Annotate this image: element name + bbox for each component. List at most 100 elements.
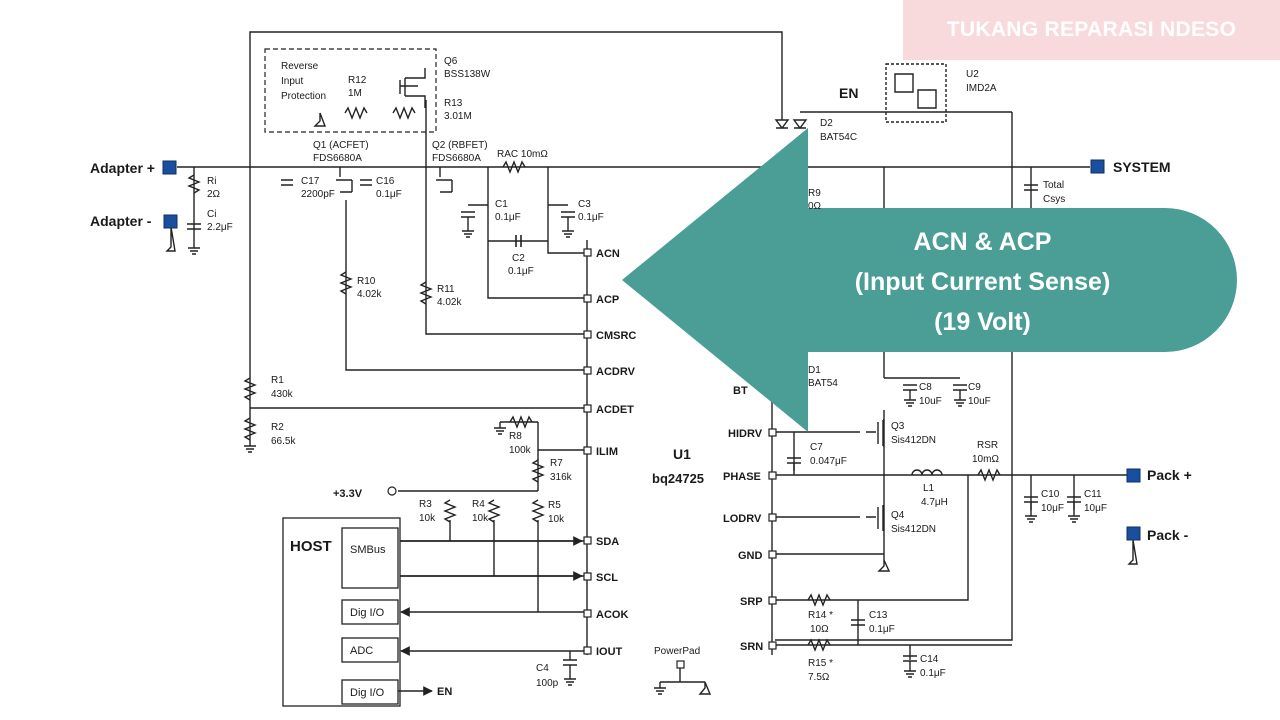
mosfet-q3 bbox=[866, 419, 884, 447]
host-block bbox=[282, 517, 401, 707]
component-label: 7.5Ω bbox=[808, 672, 830, 683]
cap-c17 bbox=[281, 179, 293, 186]
component-label: R4 bbox=[472, 499, 485, 510]
pin-scl: SCL bbox=[596, 572, 618, 584]
component-label: C14 bbox=[920, 654, 939, 665]
component-label: 10uF bbox=[919, 396, 942, 407]
host-adc: ADC bbox=[350, 645, 373, 657]
resistor-r2 bbox=[243, 417, 257, 441]
label-3v3: +3.3V bbox=[333, 488, 363, 500]
resistor-r4 bbox=[487, 499, 501, 523]
component-label: C10 bbox=[1041, 489, 1060, 500]
component-label: D2 bbox=[820, 118, 833, 129]
capacitors bbox=[187, 179, 1081, 666]
pin-cmsrc: CMSRC bbox=[596, 330, 636, 342]
host-smbus: SMBus bbox=[350, 544, 386, 556]
port-pack-minus bbox=[1126, 526, 1141, 541]
u2-package bbox=[885, 63, 947, 123]
host-title: HOST bbox=[290, 538, 332, 555]
cap-c13 bbox=[851, 619, 865, 626]
resistor-rsr bbox=[977, 468, 1001, 482]
component-label: R15 * bbox=[808, 658, 833, 669]
watermark-text: TUKANG REPARASI NDESO bbox=[946, 18, 1237, 41]
host-arrows bbox=[398, 520, 584, 696]
component-label: 4.02k bbox=[357, 289, 382, 300]
component-label: 100p bbox=[536, 678, 559, 689]
labels: Adapter + Adapter - SYSTEM Pack + Pack -… bbox=[90, 56, 1192, 699]
mosfet-q1 bbox=[336, 167, 353, 193]
component-label: 430k bbox=[271, 389, 294, 400]
host-dig-io-1: Dig I/O bbox=[350, 607, 385, 619]
port-system bbox=[1090, 159, 1105, 174]
resistor-r1 bbox=[243, 377, 257, 401]
component-label: R10 bbox=[357, 276, 376, 287]
pin-acok: ACOK bbox=[596, 609, 628, 621]
pin-acdrv: ACDRV bbox=[596, 366, 636, 378]
ic-pins bbox=[387, 248, 777, 669]
component-label: C7 bbox=[810, 442, 823, 453]
component-label: 3.01M bbox=[444, 111, 472, 122]
pin-srp: SRP bbox=[740, 596, 763, 608]
cap-c2 bbox=[515, 235, 522, 247]
watermark-banner: TUKANG REPARASI NDESO bbox=[903, 0, 1280, 60]
component-label: Q2 (RBFET) bbox=[432, 140, 488, 151]
component-label: R2 bbox=[271, 422, 284, 433]
component-label: 0.1μF bbox=[495, 212, 521, 223]
component-label: 66.5k bbox=[271, 436, 296, 447]
inductor-l1 bbox=[911, 469, 943, 476]
resistor-r10 bbox=[339, 271, 353, 295]
pin-acdet: ACDET bbox=[596, 404, 634, 416]
component-label: RSR bbox=[977, 440, 998, 451]
component-label: R5 bbox=[548, 500, 561, 511]
pin-bt: BT bbox=[733, 385, 748, 397]
label-adapter-plus: Adapter + bbox=[90, 160, 155, 176]
component-label: C13 bbox=[869, 610, 888, 621]
component-label: Sis412DN bbox=[891, 435, 936, 446]
ic-ref: U1 bbox=[673, 446, 691, 462]
resistor-r8 bbox=[509, 415, 533, 429]
component-label: 10k bbox=[419, 513, 436, 524]
resistor-r3 bbox=[443, 499, 457, 523]
component-label: L1 bbox=[923, 483, 935, 494]
component-label: C3 bbox=[578, 199, 591, 210]
pin-sda: SDA bbox=[596, 536, 619, 548]
callout-line-2: (Input Current Sense) bbox=[854, 268, 1111, 296]
cap-c8 bbox=[903, 384, 917, 391]
component-label: 10μF bbox=[1041, 503, 1064, 514]
component-label: 2200pF bbox=[301, 189, 335, 200]
pin-iout: IOUT bbox=[596, 646, 623, 658]
grounds bbox=[165, 112, 1138, 695]
resistor-r12 bbox=[344, 106, 368, 120]
pin-gnd: GND bbox=[738, 550, 763, 562]
resistor-r7 bbox=[531, 459, 545, 483]
resistors bbox=[187, 106, 1001, 652]
component-label: Q3 bbox=[891, 421, 905, 432]
component-label: R14 * bbox=[808, 610, 833, 621]
component-label: D1 bbox=[808, 365, 821, 376]
component-label: FDS6680A bbox=[432, 153, 481, 164]
callout-arrow bbox=[622, 128, 1237, 432]
component-label: C1 bbox=[495, 199, 508, 210]
component-label: Ci bbox=[207, 209, 216, 220]
port-adapter-plus bbox=[162, 160, 177, 175]
mosfet-q6 bbox=[399, 68, 426, 108]
pin-acp: ACP bbox=[596, 294, 619, 306]
cap-c3 bbox=[561, 211, 575, 218]
pin-ilim: ILIM bbox=[596, 446, 618, 458]
label-en-in: EN bbox=[839, 85, 858, 101]
component-label: C17 bbox=[301, 176, 320, 187]
component-label: R7 bbox=[550, 458, 563, 469]
label-adapter-minus: Adapter - bbox=[90, 213, 152, 229]
mosfet-q2 bbox=[436, 167, 453, 193]
callout-line-3: (19 Volt) bbox=[934, 308, 1031, 336]
component-label: R8 bbox=[509, 431, 522, 442]
resistor-r5 bbox=[531, 499, 545, 523]
diode-d2 bbox=[774, 119, 808, 130]
reverse-protection-box bbox=[264, 48, 437, 133]
component-label: 0.1μF bbox=[920, 668, 946, 679]
callout-text: ACN & ACP (Input Current Sense) (19 Volt… bbox=[790, 222, 1175, 342]
component-label: R12 bbox=[348, 75, 367, 86]
pin-acn: ACN bbox=[596, 248, 620, 260]
component-label: C9 bbox=[968, 382, 981, 393]
component-label: BSS138W bbox=[444, 69, 491, 80]
